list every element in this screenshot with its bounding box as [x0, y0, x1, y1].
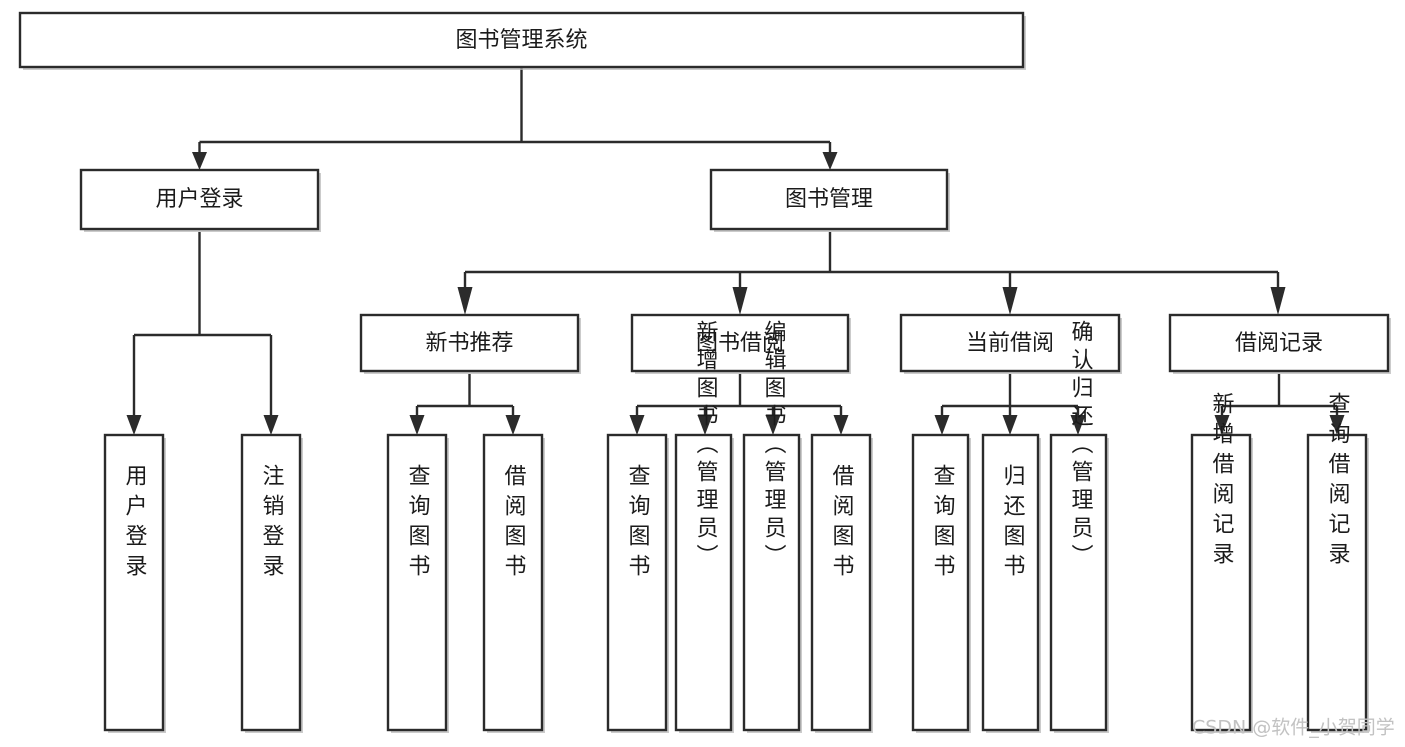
leaf-edit-book-admin-label: 编辑图书（管理员）	[761, 320, 787, 572]
leaf-borrow-book-1-box	[482, 433, 544, 732]
arrow-head-leaf-confirm-return-admin	[1070, 415, 1086, 435]
connector-layer	[126, 67, 1345, 435]
leaf-edit-book-admin-box	[742, 433, 801, 732]
arrow-head-book-borrow	[732, 287, 748, 315]
leaf-query-book-3-box	[911, 433, 970, 732]
new-book-recommend-box	[359, 313, 580, 373]
arrow-head-leaf-add-borrow-record	[1214, 415, 1230, 435]
leaf-logout-login-label: 注销登录	[259, 464, 285, 584]
arrow-head-borrow-record	[1270, 287, 1286, 315]
current-borrow-box	[899, 313, 1121, 373]
arrow-head-leaf-query-book-2	[629, 415, 645, 435]
arrow-head-leaf-query-book-1	[409, 415, 425, 435]
leaf-confirm-return-admin-box	[1049, 433, 1108, 732]
node-leaf-query-book-3[interactable]: 查询图书	[911, 433, 971, 733]
arrow-head-leaf-add-book-admin	[697, 415, 713, 435]
node-leaf-add-book-admin[interactable]: 新增图书（管理员）	[674, 320, 734, 733]
node-leaf-borrow-book-1[interactable]: 借阅图书	[482, 433, 545, 733]
leaf-query-borrow-record-label: 查询借阅记录	[1325, 392, 1351, 572]
leaf-query-book-3-label: 查询图书	[930, 464, 956, 584]
book-borrow-box	[630, 313, 850, 373]
arrow-head-new-book-recommend	[457, 287, 473, 315]
arrow-head-leaf-borrow-book-1	[505, 415, 521, 435]
arrow-head-book-management	[822, 152, 838, 170]
leaf-borrow-book-2-box	[810, 433, 872, 732]
root-label: 图书管理系统	[455, 28, 587, 53]
leaf-query-book-1-label: 查询图书	[405, 464, 431, 584]
node-leaf-query-book-1[interactable]: 查询图书	[386, 433, 449, 733]
book-borrow-label: 图书借阅	[696, 331, 784, 356]
leaf-confirm-return-admin-label: 确认归还（管理员）	[1068, 320, 1094, 572]
leaf-return-book-box	[981, 433, 1040, 732]
new-book-recommend-label: 新书推荐	[425, 331, 513, 356]
leaf-logout-login-box	[240, 433, 302, 732]
book-management-box	[709, 168, 949, 231]
leaf-query-book-1-box	[386, 433, 448, 732]
leaf-add-borrow-record-box	[1190, 433, 1252, 732]
leaf-query-book-2-box	[606, 433, 668, 732]
node-leaf-query-book-2[interactable]: 查询图书	[606, 433, 669, 733]
node-current-borrow[interactable]: 当前借阅	[899, 313, 1122, 374]
user-login-box	[79, 168, 320, 231]
leaf-borrow-book-2-label: 借阅图书	[829, 464, 855, 584]
arrow-head-leaf-query-book-3	[934, 415, 950, 435]
root-box	[18, 11, 1025, 69]
arrow-head-leaf-edit-book-admin	[765, 415, 781, 435]
node-leaf-query-borrow-record[interactable]: 查询借阅记录	[1306, 392, 1369, 733]
arrow-head-current-borrow	[1002, 287, 1018, 315]
node-leaf-user-login[interactable]: 用户登录	[103, 433, 166, 733]
arrow-head-leaf-user-login	[126, 415, 142, 435]
arrow-head-leaf-logout-login	[263, 415, 279, 435]
arrow-head-leaf-return-book	[1002, 415, 1018, 435]
node-leaf-return-book[interactable]: 归还图书	[981, 433, 1041, 733]
arrow-head-leaf-query-borrow-record	[1329, 415, 1345, 435]
leaf-add-book-admin-box	[674, 433, 733, 732]
leaf-add-borrow-record-label: 新增借阅记录	[1209, 392, 1235, 572]
arrow-head-user-login	[192, 152, 207, 170]
leaf-user-login-label: 用户登录	[122, 464, 148, 584]
user-login-label: 用户登录	[155, 187, 243, 212]
leaf-return-book-label: 归还图书	[1000, 464, 1026, 584]
node-leaf-confirm-return-admin[interactable]: 确认归还（管理员）	[1049, 320, 1109, 733]
node-user-login[interactable]: 用户登录	[79, 168, 321, 232]
node-book-management[interactable]: 图书管理	[709, 168, 950, 232]
arrow-head-leaf-borrow-book-2	[833, 415, 849, 435]
node-root[interactable]: 图书管理系统	[18, 11, 1026, 70]
node-book-borrow[interactable]: 图书借阅	[630, 313, 851, 374]
node-leaf-add-borrow-record[interactable]: 新增借阅记录	[1190, 392, 1253, 733]
node-borrow-record[interactable]: 借阅记录	[1168, 313, 1391, 374]
leaf-user-login-box	[103, 433, 165, 732]
node-leaf-borrow-book-2[interactable]: 借阅图书	[810, 433, 873, 733]
leaf-query-book-2-label: 查询图书	[625, 464, 651, 584]
book-management-label: 图书管理	[785, 187, 873, 212]
node-leaf-logout-login[interactable]: 注销登录	[240, 433, 303, 733]
node-leaf-edit-book-admin[interactable]: 编辑图书（管理员）	[742, 320, 802, 733]
leaf-query-borrow-record-box	[1306, 433, 1368, 732]
node-new-book-recommend[interactable]: 新书推荐	[359, 313, 581, 374]
leaf-add-book-admin-label: 新增图书（管理员）	[693, 320, 719, 572]
borrow-record-box	[1168, 313, 1390, 373]
current-borrow-label: 当前借阅	[966, 331, 1054, 356]
borrow-record-label: 借阅记录	[1235, 331, 1323, 356]
leaf-borrow-book-1-label: 借阅图书	[501, 464, 527, 584]
watermark-label: CSDN @软件_小贺同学	[1192, 717, 1395, 739]
